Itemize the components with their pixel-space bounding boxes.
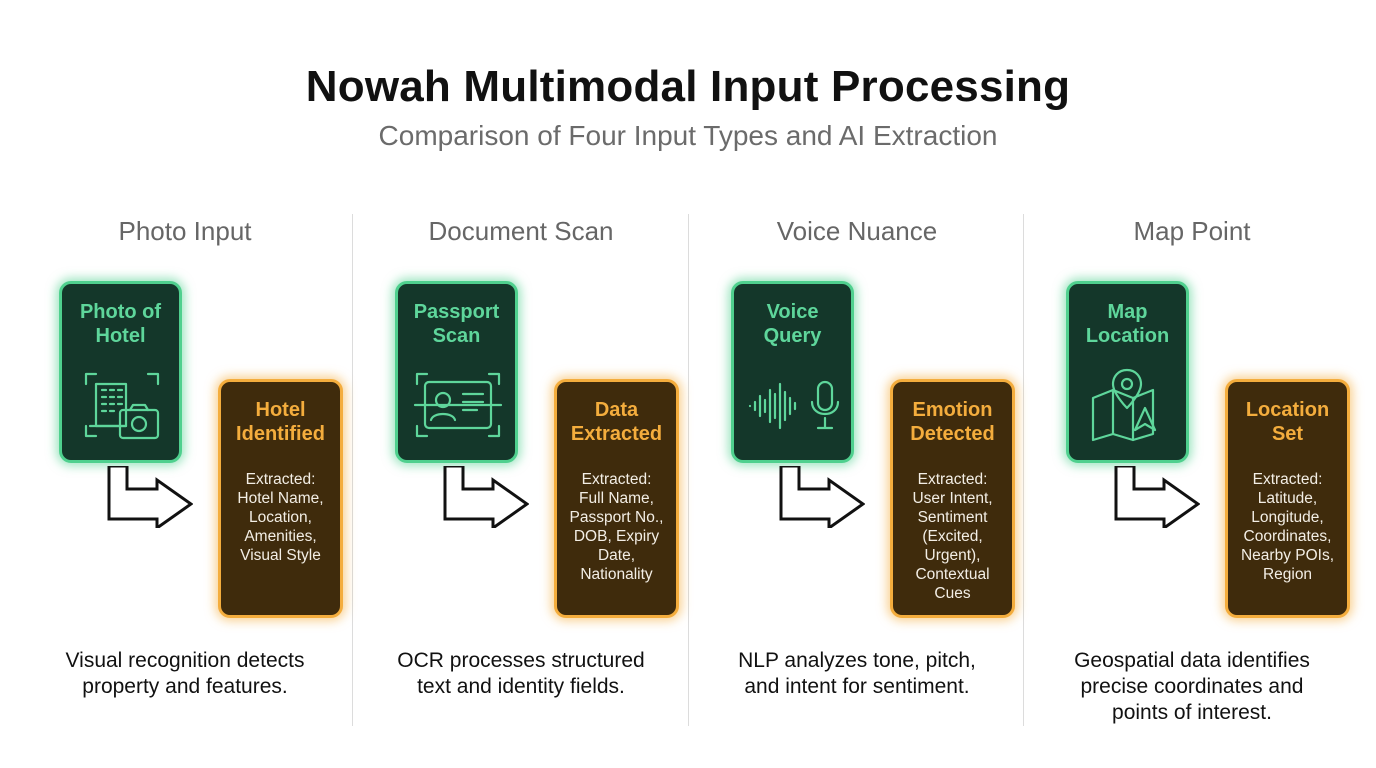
column-divider [688,214,689,726]
id-card-scan-icon [413,372,503,438]
input-card-label: Map Location [1085,301,1170,347]
output-card-details: Extracted: Hotel Name, Location, Ameniti… [237,471,324,564]
input-card-label: Photo of Hotel [79,301,162,347]
output-card-location: Location Set Extracted: Latitude, Longit… [1225,379,1350,618]
map-pin-icon [1091,368,1157,442]
column-title: Photo Input [118,216,252,246]
output-card-data: Data Extracted Extracted: Full Name, Pas… [554,379,679,618]
column-document-scan: Document Scan Passport Scan Data Extract… [353,0,689,768]
input-card-photo: Photo of Hotel [59,281,182,463]
input-card-label: Passport Scan [413,301,500,347]
output-card-details: Extracted: Full Name, Passport No., DOB,… [569,471,664,583]
column-description: OCR processes structured text and identi… [397,649,645,698]
column-divider [1023,214,1024,726]
output-card-label: Location Set [1245,399,1330,445]
column-divider [352,214,353,726]
input-card-voice: Voice Query [731,281,854,463]
flow-arrow-icon [107,466,193,528]
column-title: Map Point [1133,216,1251,246]
output-card-label: Emotion Detected [910,399,995,445]
column-voice-nuance: Voice Nuance Voice Query Emotion Detecte… [689,0,1025,768]
soundwave-microphone-icon [748,380,840,430]
output-card-emotion: Emotion Detected Extracted: User Intent,… [890,379,1015,618]
input-card-map: Map Location [1066,281,1189,463]
hotel-camera-icon [84,372,160,440]
column-description: Visual recognition detects property and … [65,649,305,698]
input-card-passport: Passport Scan [395,281,518,463]
column-description: NLP analyzes tone, pitch, and intent for… [738,649,976,698]
column-title: Document Scan [428,216,614,246]
output-card-label: Hotel Identified [236,399,325,445]
column-photo-input: Photo Input Photo of Hotel Hotel Identif… [17,0,353,768]
page-title: Nowah Multimodal Input Processing [305,62,1071,111]
output-card-hotel: Hotel Identified Extracted: Hotel Name, … [218,379,343,618]
page-subtitle: Comparison of Four Input Types and AI Ex… [378,120,998,151]
flow-arrow-icon [779,466,865,528]
output-card-label: Data Extracted [570,399,663,445]
output-card-details: Extracted: Latitude, Longitude, Coordina… [1240,471,1335,583]
column-title: Voice Nuance [776,216,938,246]
output-card-details: Extracted: User Intent, Sentiment (Excit… [912,471,993,602]
input-card-label: Voice Query [763,301,822,347]
column-map-point: Map Point Map Location Location Set Extr… [1024,0,1360,768]
flow-arrow-icon [443,466,529,528]
column-description: Geospatial data identifies precise coord… [1074,649,1310,724]
flow-arrow-icon [1114,466,1200,528]
